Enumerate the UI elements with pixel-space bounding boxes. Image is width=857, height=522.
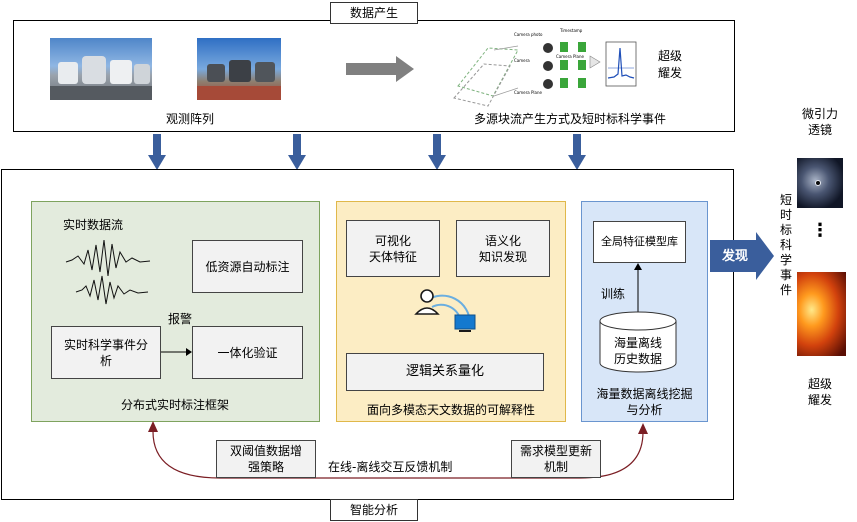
multisource-flow-caption: 多源块流产生方式及短时标科学事件 bbox=[473, 112, 666, 126]
offline-history-database: 海量离线 历史数据 bbox=[613, 336, 662, 366]
short-timescale-vertical-label: 短 时 标 科 学 事 件 bbox=[779, 193, 792, 297]
realtime-stream-label: 实时数据流 bbox=[63, 218, 124, 232]
offline-mining-caption: 海量数据离线挖掘 与分析 bbox=[596, 387, 693, 417]
dual-threshold-strategy-box: 双阈值数据增 强策略 bbox=[216, 440, 316, 478]
ellipsis-dots: ⋮ bbox=[811, 220, 829, 241]
down-arrow-2 bbox=[288, 134, 306, 170]
integrated-verification-box: 一体化验证 bbox=[192, 326, 303, 379]
pipeline-mini-diagram: Camera photo Timestamp Camera Camera Pla… bbox=[448, 28, 640, 108]
intelligent-analysis-tab: 智能分析 bbox=[330, 499, 418, 521]
microlensing-image bbox=[797, 158, 843, 208]
semantic-discovery-box: 语义化 知识发现 bbox=[456, 220, 550, 277]
realtime-event-analysis-box: 实时科学事件分 析 bbox=[51, 326, 161, 379]
data-generation-tab: 数据产生 bbox=[330, 2, 418, 24]
model-update-mechanism-box: 需求模型更新 机制 bbox=[511, 440, 601, 478]
mini-label-camera-photo: Camera photo bbox=[514, 32, 543, 37]
down-arrow-3 bbox=[428, 134, 446, 170]
observatory-photo-2 bbox=[197, 38, 281, 100]
mini-label-camera: Camera bbox=[514, 58, 530, 63]
visual-features-box: 可视化 天体特征 bbox=[346, 220, 440, 277]
observation-array-caption: 观测阵列 bbox=[165, 112, 214, 126]
super-flare-right-label: 超级 耀发 bbox=[807, 377, 832, 407]
mini-label-timestamp: Timestamp bbox=[560, 28, 583, 33]
down-arrow-1 bbox=[148, 134, 166, 170]
solar-flare-image bbox=[797, 272, 846, 356]
microlensing-label: 微引力 透镜 bbox=[801, 107, 838, 137]
interpretability-caption: 面向多模态天文数据的可解释性 bbox=[366, 403, 535, 417]
global-feature-model-box: 全局特征模型库 bbox=[593, 221, 686, 263]
alarm-label: 报警 bbox=[168, 312, 193, 326]
discover-label: 发现 bbox=[722, 249, 749, 264]
realtime-annotation-panel bbox=[31, 201, 320, 422]
low-resource-annotation-box: 低资源自动标注 bbox=[192, 240, 303, 293]
mini-label-camera-plane-2: Camera Plane bbox=[514, 90, 542, 95]
train-label: 训练 bbox=[601, 287, 626, 301]
mini-label-camera-plane-1: Camera Plane bbox=[556, 54, 584, 59]
down-arrow-4 bbox=[568, 134, 586, 170]
super-flare-top-label: 超级 耀发 bbox=[658, 49, 683, 80]
realtime-framework-caption: 分布式实时标注框架 bbox=[120, 398, 229, 412]
logic-quantification-box: 逻辑关系量化 bbox=[346, 353, 544, 391]
observatory-photo-1 bbox=[50, 38, 152, 100]
feedback-mechanism-label: 在线-离线交互反馈机制 bbox=[328, 460, 453, 474]
